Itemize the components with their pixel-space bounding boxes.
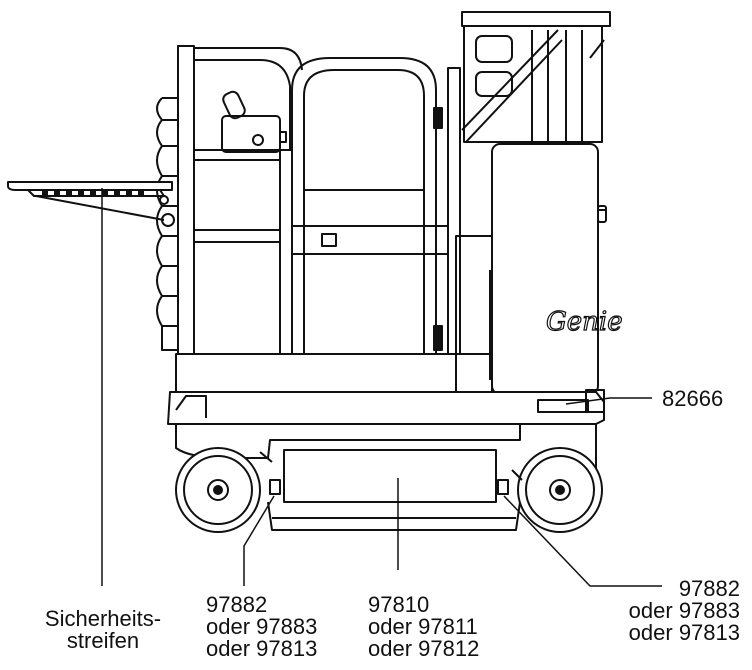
chassis (167, 389, 605, 531)
callout-lower-right: 97882 oder 97883 oder 97813 (628, 576, 740, 645)
callout-lower-center: 97810 oder 97811 oder 97812 (368, 592, 480, 661)
right-wheel (511, 447, 603, 533)
callout-lower-left: 97882 oder 97883 oder 97813 (206, 592, 318, 661)
left-wheel (175, 447, 273, 533)
entry-gate (291, 57, 461, 370)
platform-floor (175, 235, 493, 397)
callout-82666: 82666 (662, 386, 724, 411)
callout-safety-stripe: Sicherheits- streifen (44, 606, 162, 653)
ground-module (491, 143, 607, 395)
mast (461, 11, 611, 143)
leader-lines (101, 188, 662, 587)
brand-logo: Genie (546, 307, 623, 337)
platform-rails (156, 45, 448, 361)
control-box (221, 90, 287, 153)
tool-tray (7, 181, 175, 227)
